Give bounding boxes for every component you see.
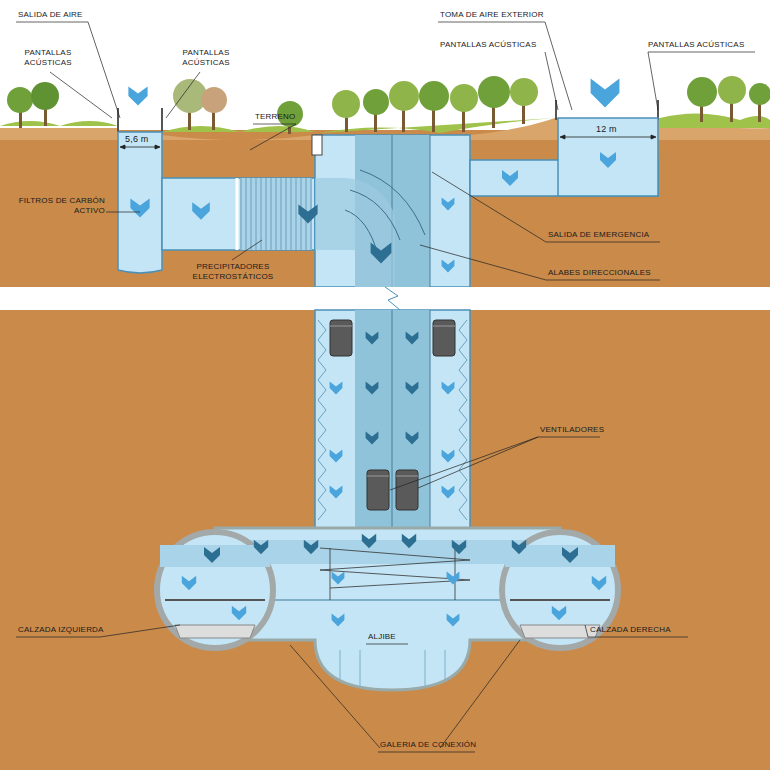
callout-label: PANTALLAS ACÚSTICAS (648, 40, 744, 50)
dimension-label: 12 m (596, 124, 617, 134)
callout-label: VENTILADORES (540, 425, 604, 435)
callout-label: PANTALLAS ACÚSTICAS (440, 40, 536, 50)
callout-label: CALZADA DERECHA (590, 625, 671, 635)
callout-label: CALZADA IZQUIERDA (18, 625, 104, 635)
callout-label: PANTALLAS ACÚSTICAS (178, 48, 234, 68)
callout-label: FILTROS DE CARBÓN ACTIVO (10, 196, 105, 216)
callout-label: PRECIPITADORES ELECTROSTÁTICOS (188, 262, 278, 282)
callout-label: GALERIA DE CONEXIÓN (380, 740, 476, 750)
callout-label: TOMA DE AIRE EXTERIOR (440, 10, 544, 20)
callout-label: ALJIBE (368, 632, 396, 642)
callout-label: PANTALLAS ACÚSTICAS (20, 48, 76, 68)
callout-label: ALABES DIRECCIONALES (548, 268, 651, 278)
callout-label: TERRENO (255, 112, 296, 122)
callout-label: SALIDA DE EMERGENCIA (548, 230, 649, 240)
callout-label: SALIDA DE AIRE (18, 10, 83, 20)
dimension-label: 5,6 m (125, 134, 149, 144)
